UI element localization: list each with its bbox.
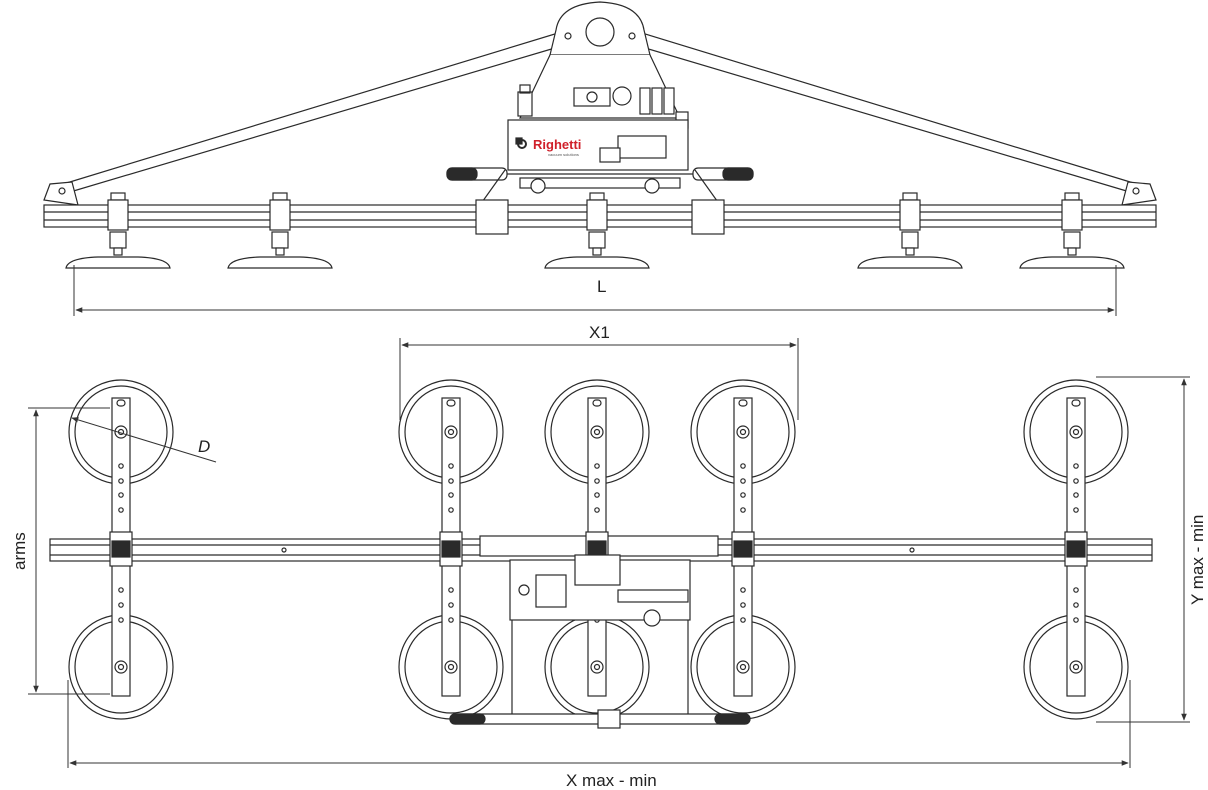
top-view-pads [68, 379, 1129, 720]
dimension-l-label: L [597, 277, 606, 296]
dimension-arms [28, 407, 110, 695]
brand-logo: Righetti vacuum solutions [517, 137, 581, 157]
handle-icon [446, 167, 754, 181]
suction-cup-icon [227, 192, 333, 269]
central-unit [449, 554, 751, 729]
pad-arm [544, 379, 650, 720]
brand-tagline: vacuum solutions [548, 152, 579, 157]
suction-cup-icon [1019, 192, 1125, 269]
brand-name: Righetti [533, 137, 581, 152]
suction-cup-icon [544, 192, 650, 269]
dimension-y-label: Y max - min [1188, 515, 1207, 605]
pad-arm [68, 379, 174, 720]
suction-cup-icon [857, 192, 963, 269]
dimension-x1-label: X1 [589, 323, 610, 342]
dimension-x [67, 680, 1131, 768]
suction-cup-icon [65, 192, 171, 269]
lifting-eye-icon [549, 1, 651, 56]
pad-arm [398, 379, 504, 720]
dimension-d [71, 417, 217, 463]
pad-arm [1023, 379, 1129, 720]
dimension-x1 [399, 338, 799, 420]
dimension-d-label: D [198, 437, 210, 456]
dimension-arms-label: arms [10, 532, 29, 570]
dimension-l [73, 265, 1117, 316]
dimension-x-label: X max - min [566, 771, 657, 790]
side-view-cups [65, 192, 1125, 269]
side-view [43, 1, 1157, 235]
dimension-y [1096, 376, 1190, 723]
pad-arm [690, 379, 796, 720]
